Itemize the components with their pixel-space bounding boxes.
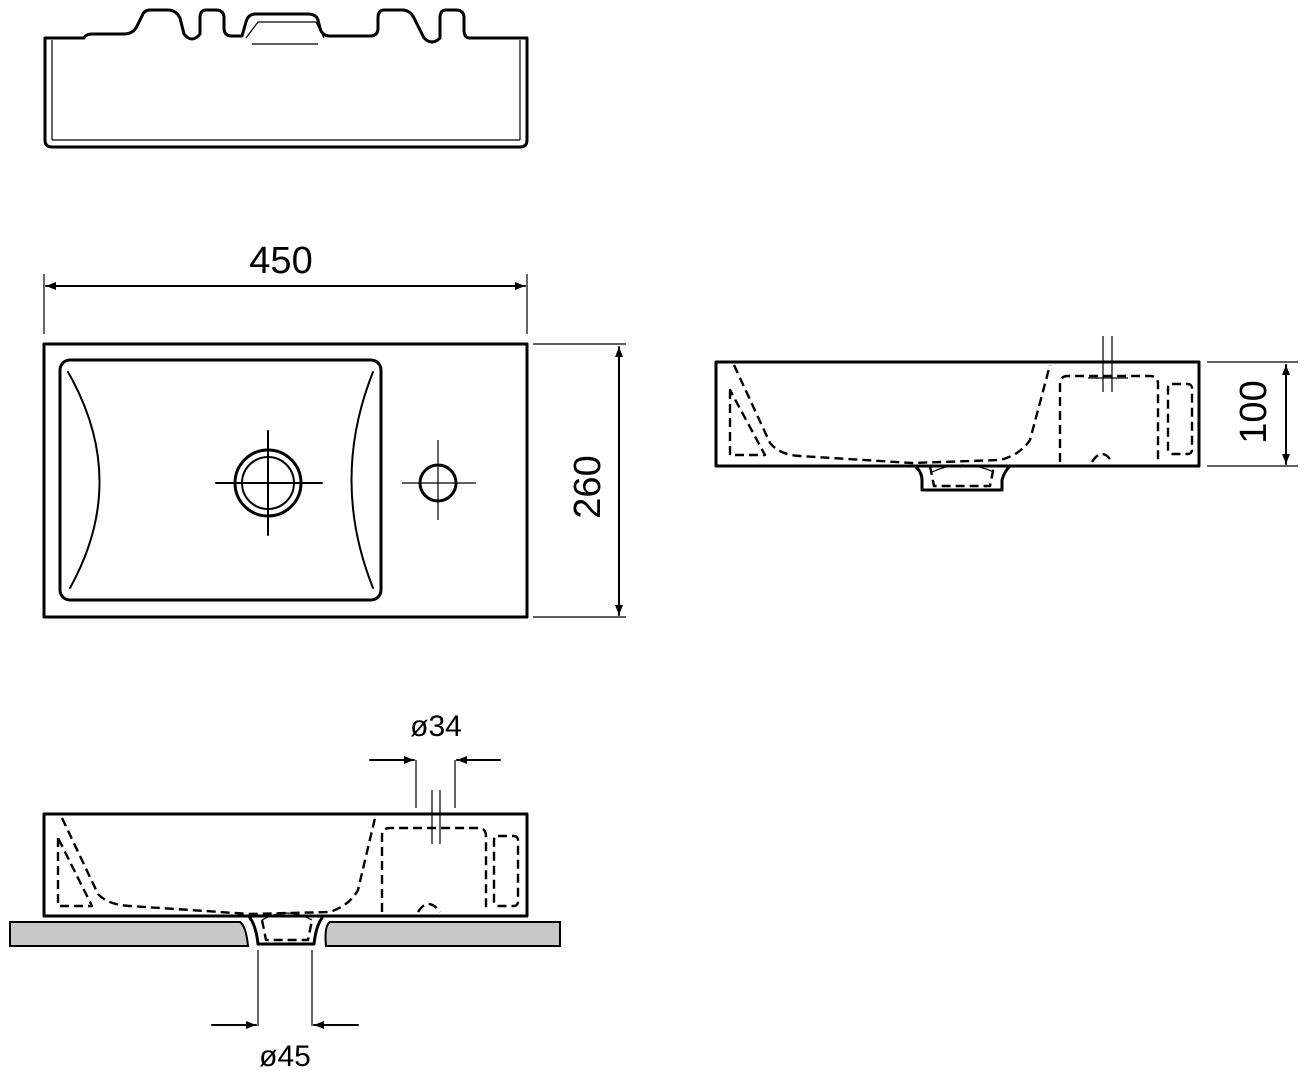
depth-dimension-label: 260 — [567, 455, 609, 518]
tap-hole-symbol — [402, 440, 476, 520]
tap-hole-diameter-label: ø34 — [410, 710, 462, 743]
installed-section-view: ø34 ø45 — [9, 710, 561, 1073]
countertop-right — [324, 921, 561, 947]
rear-elevation-view — [43, 8, 529, 149]
installed-basin-outline — [42, 812, 529, 918]
waste-outlet-diameter-label: ø45 — [259, 1040, 311, 1073]
section-outline — [714, 360, 1201, 468]
waste-outlet-symbol — [215, 430, 323, 536]
front-section-view: 100 — [714, 336, 1298, 492]
bowl-outline — [58, 358, 383, 602]
plan-view: 450 260 — [42, 240, 626, 619]
width-dimension-label: 450 — [249, 240, 312, 282]
height-dimension-label: 100 — [1233, 380, 1275, 443]
basin-outline — [42, 342, 529, 619]
countertop-left — [9, 921, 250, 947]
